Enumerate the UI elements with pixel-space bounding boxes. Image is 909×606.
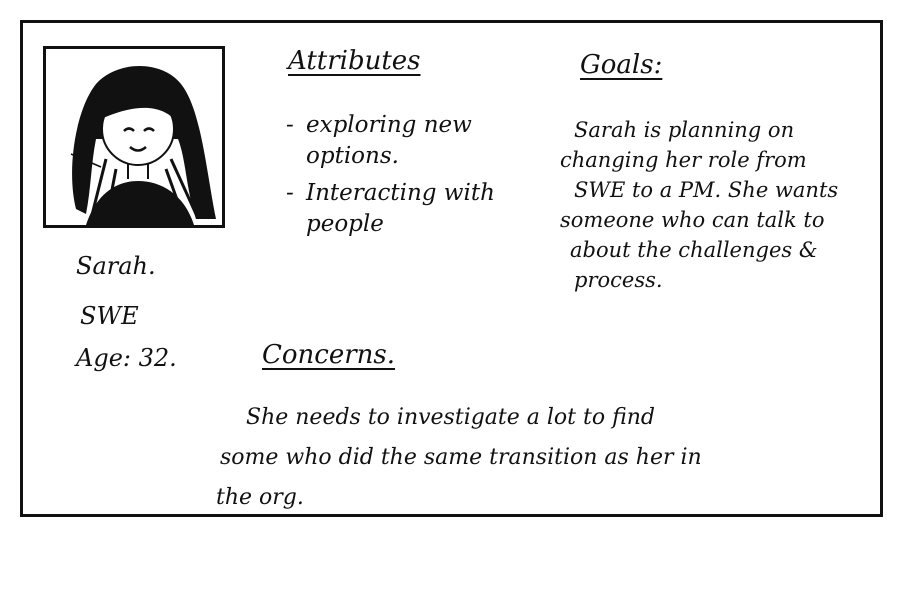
concerns-line: She needs to investigate a lot to find	[246, 405, 656, 430]
goals-text: Sarah is planning on changing her role f…	[560, 115, 838, 295]
persona-name: Sarah.	[76, 252, 156, 280]
attribute-item: Interacting with people	[286, 178, 495, 240]
concerns-line: some who did the same transition as her …	[220, 445, 702, 470]
concerns-heading: Concerns.	[262, 340, 396, 370]
goals-line: changing her role from	[560, 148, 807, 172]
woman-portrait-icon	[70, 65, 216, 225]
attributes-list: exploring new options. Interacting with …	[286, 110, 495, 240]
goals-line: SWE to a PM. She wants	[574, 178, 839, 202]
goals-line: Sarah is planning on	[574, 118, 795, 142]
avatar	[43, 46, 225, 228]
goals-line: about the challenges &	[570, 238, 818, 262]
concerns-line: the org.	[216, 485, 304, 510]
goals-line: someone who can talk to	[560, 208, 825, 232]
goals-heading: Goals:	[580, 50, 663, 80]
concerns-text: She needs to investigate a lot to find s…	[216, 398, 702, 518]
attributes-heading: Attributes	[288, 46, 421, 76]
goals-line: process.	[574, 268, 663, 292]
persona-role: SWE	[80, 302, 139, 330]
attribute-item: exploring new options.	[286, 110, 495, 172]
persona-card	[20, 20, 883, 517]
persona-age: Age: 32.	[76, 344, 177, 372]
